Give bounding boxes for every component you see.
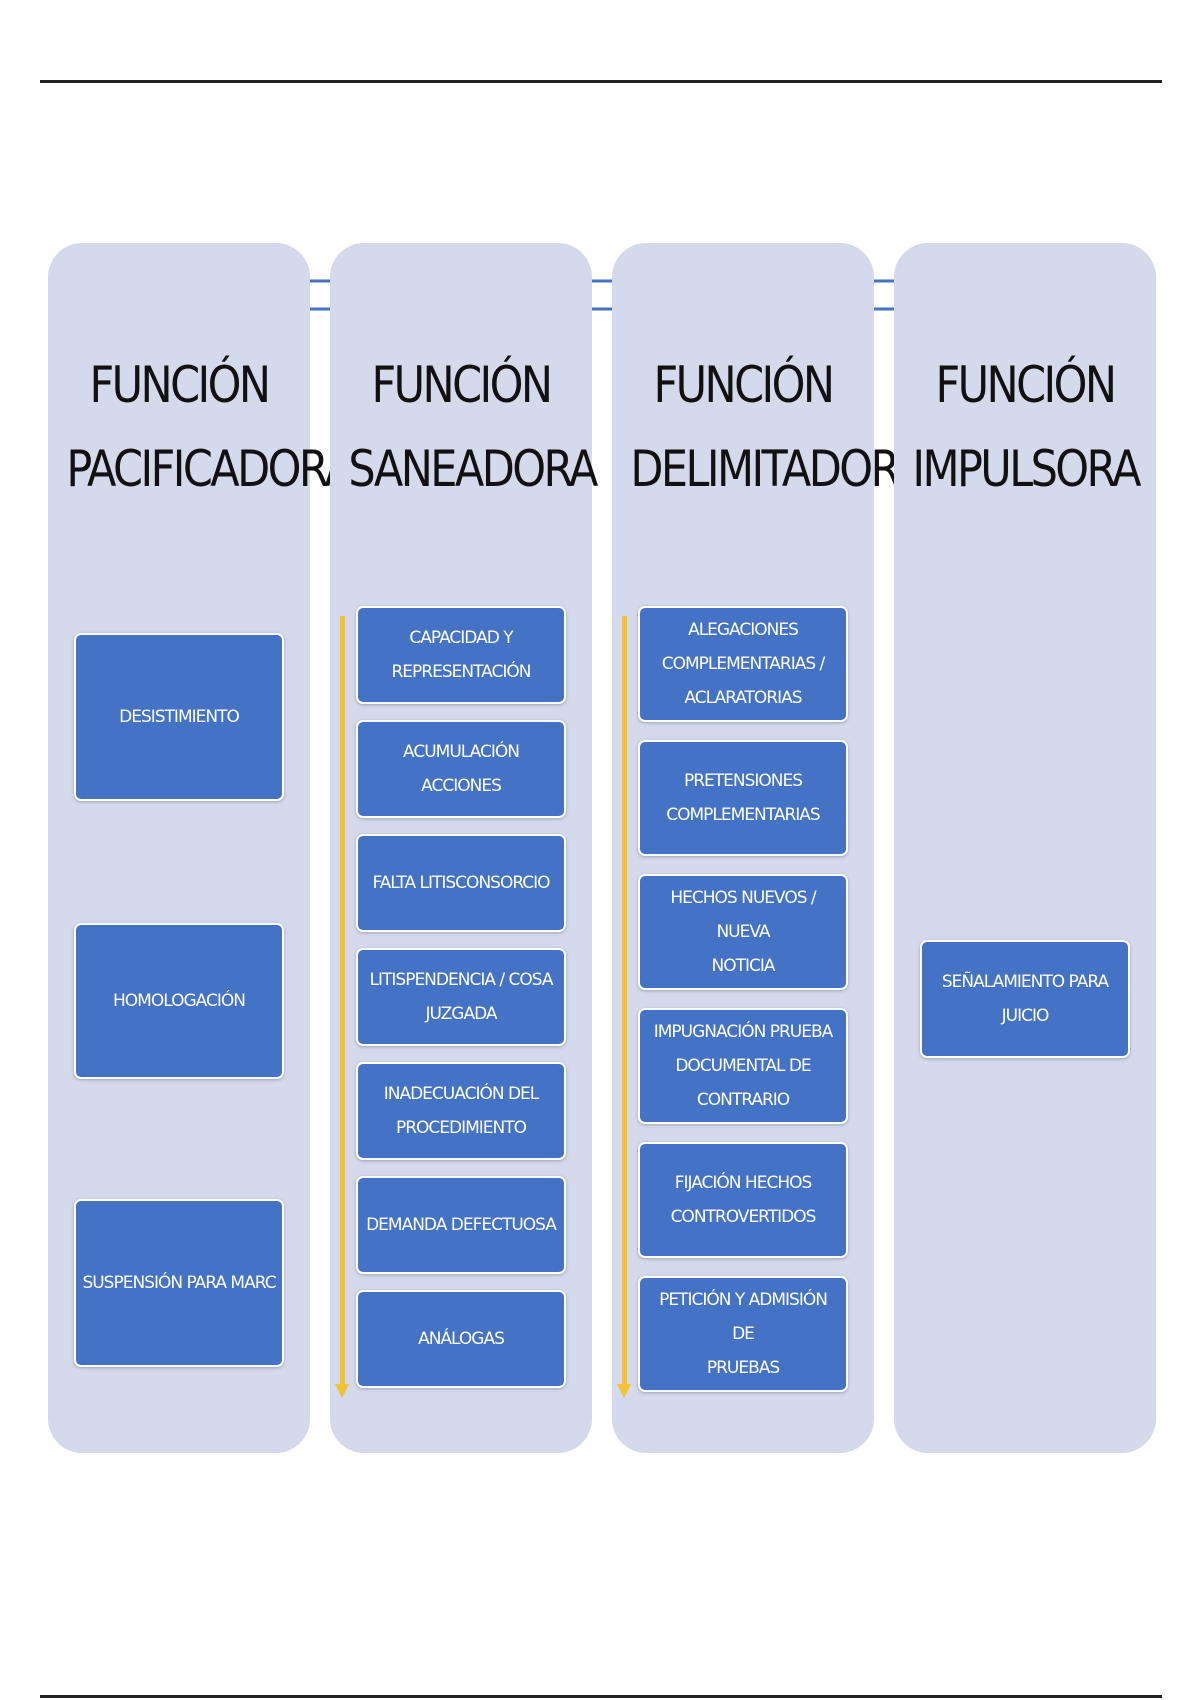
item-box: DEMANDA DEFECTUOSA bbox=[356, 1176, 566, 1274]
item-box: PRETENSIONES COMPLEMENTARIAS bbox=[638, 740, 848, 856]
column-title-line1: FUNCIÓN bbox=[653, 356, 835, 414]
item-label: ALEGACIONES bbox=[688, 620, 799, 640]
item-box: HOMOLOGACIÓN bbox=[74, 923, 284, 1079]
column-title: FUNCIÓN IMPULSORA bbox=[912, 343, 1141, 511]
item-label: DOCUMENTAL DE CONTRARIO bbox=[675, 1056, 811, 1110]
item-label: FIJACIÓN HECHOS bbox=[674, 1173, 813, 1193]
item-box: IMPUGNACIÓN PRUEBA DOCUMENTAL DE CONTRAR… bbox=[638, 1008, 848, 1124]
item-box: ACUMULACIÓN ACCIONES bbox=[356, 720, 566, 818]
item-label: CONTROVERTIDOS bbox=[670, 1207, 817, 1227]
item-box: DESISTIMIENTO bbox=[74, 633, 284, 801]
column-title-line2: PACIFICADORA bbox=[66, 440, 354, 498]
item-label: PRETENSIONES bbox=[683, 771, 803, 791]
item-label: SUSPENSIÓN PARA MARC bbox=[82, 1273, 276, 1293]
item-box: ALEGACIONES COMPLEMENTARIAS / ACLARATORI… bbox=[638, 606, 848, 722]
item-label: HECHOS NUEVOS / NUEVA bbox=[670, 888, 816, 942]
item-label: SEÑALAMIENTO PARA JUICIO bbox=[941, 972, 1109, 1026]
column-title-line2: SANEADORA bbox=[348, 440, 598, 498]
item-box: FALTA LITISCONSORCIO bbox=[356, 834, 566, 932]
item-label: COMPLEMENTARIAS / bbox=[661, 654, 826, 674]
item-label: DEMANDA DEFECTUOSA bbox=[366, 1215, 557, 1235]
sequence-arrow-head bbox=[617, 1384, 631, 1398]
item-box: INADECUACIÓN DEL PROCEDIMIENTO bbox=[356, 1062, 566, 1160]
column-title: FUNCIÓN SANEADORA bbox=[348, 343, 598, 511]
item-label: ANÁLOGAS bbox=[418, 1329, 505, 1349]
item-label: CAPACIDAD Y REPRESENTACIÓN bbox=[391, 628, 532, 682]
column-title-line1: FUNCIÓN bbox=[371, 356, 553, 414]
sequence-arrow bbox=[340, 616, 345, 1386]
column-pacificadora: FUNCIÓN PACIFICADORA DESISTIMIENTO HOMOL… bbox=[48, 243, 354, 1453]
item-label: IMPUGNACIÓN PRUEBA bbox=[653, 1022, 834, 1042]
item-label: NOTICIA bbox=[711, 956, 775, 976]
item-label: DESISTIMIENTO bbox=[119, 707, 240, 727]
item-box: SUSPENSIÓN PARA MARC bbox=[74, 1199, 284, 1367]
sequence-arrow bbox=[622, 616, 627, 1386]
item-label: FALTA LITISCONSORCIO bbox=[372, 873, 550, 893]
sequence-arrow-head bbox=[335, 1384, 349, 1398]
item-box: ANÁLOGAS bbox=[356, 1290, 566, 1388]
item-box: FIJACIÓN HECHOS CONTROVERTIDOS bbox=[638, 1142, 848, 1258]
item-label: LITISPENDENCIA / COSA bbox=[369, 970, 554, 990]
item-box: HECHOS NUEVOS / NUEVA NOTICIA bbox=[638, 874, 848, 990]
column-title: FUNCIÓN PACIFICADORA bbox=[66, 343, 354, 511]
column-title: FUNCIÓN DELIMITADORA bbox=[630, 343, 925, 511]
column-impulsora: FUNCIÓN IMPULSORA SEÑALAMIENTO PARA JUIC… bbox=[894, 243, 1156, 1453]
item-box: LITISPENDENCIA / COSA JUZGADA bbox=[356, 948, 566, 1046]
column-delimitadora: FUNCIÓN DELIMITADORA ALEGACIONES COMPLEM… bbox=[612, 243, 926, 1453]
item-box: PETICIÓN Y ADMISIÓN DE PRUEBAS bbox=[638, 1276, 848, 1392]
bottom-rule bbox=[40, 1695, 1162, 1698]
item-box: SEÑALAMIENTO PARA JUICIO bbox=[920, 940, 1130, 1058]
item-label: PRUEBAS bbox=[706, 1358, 780, 1378]
item-label: PROCEDIMIENTO bbox=[395, 1118, 527, 1138]
column-title-line2: DELIMITADORA bbox=[630, 440, 925, 498]
column-title-line2: IMPULSORA bbox=[912, 440, 1141, 498]
item-label: ACUMULACIÓN ACCIONES bbox=[403, 742, 520, 796]
item-label: JUZGADA bbox=[425, 1004, 497, 1024]
item-label: PETICIÓN Y ADMISIÓN DE bbox=[659, 1290, 828, 1344]
item-label: INADECUACIÓN DEL bbox=[383, 1084, 540, 1104]
item-label: COMPLEMENTARIAS bbox=[666, 805, 820, 825]
column-saneadora: FUNCIÓN SANEADORA CAPACIDAD Y REPRESENTA… bbox=[330, 243, 598, 1453]
top-rule bbox=[40, 80, 1162, 83]
column-title-line1: FUNCIÓN bbox=[935, 356, 1117, 414]
item-label: HOMOLOGACIÓN bbox=[113, 991, 246, 1011]
item-label: ACLARATORIAS bbox=[684, 688, 802, 708]
column-title-line1: FUNCIÓN bbox=[89, 356, 271, 414]
item-box: CAPACIDAD Y REPRESENTACIÓN bbox=[356, 606, 566, 704]
